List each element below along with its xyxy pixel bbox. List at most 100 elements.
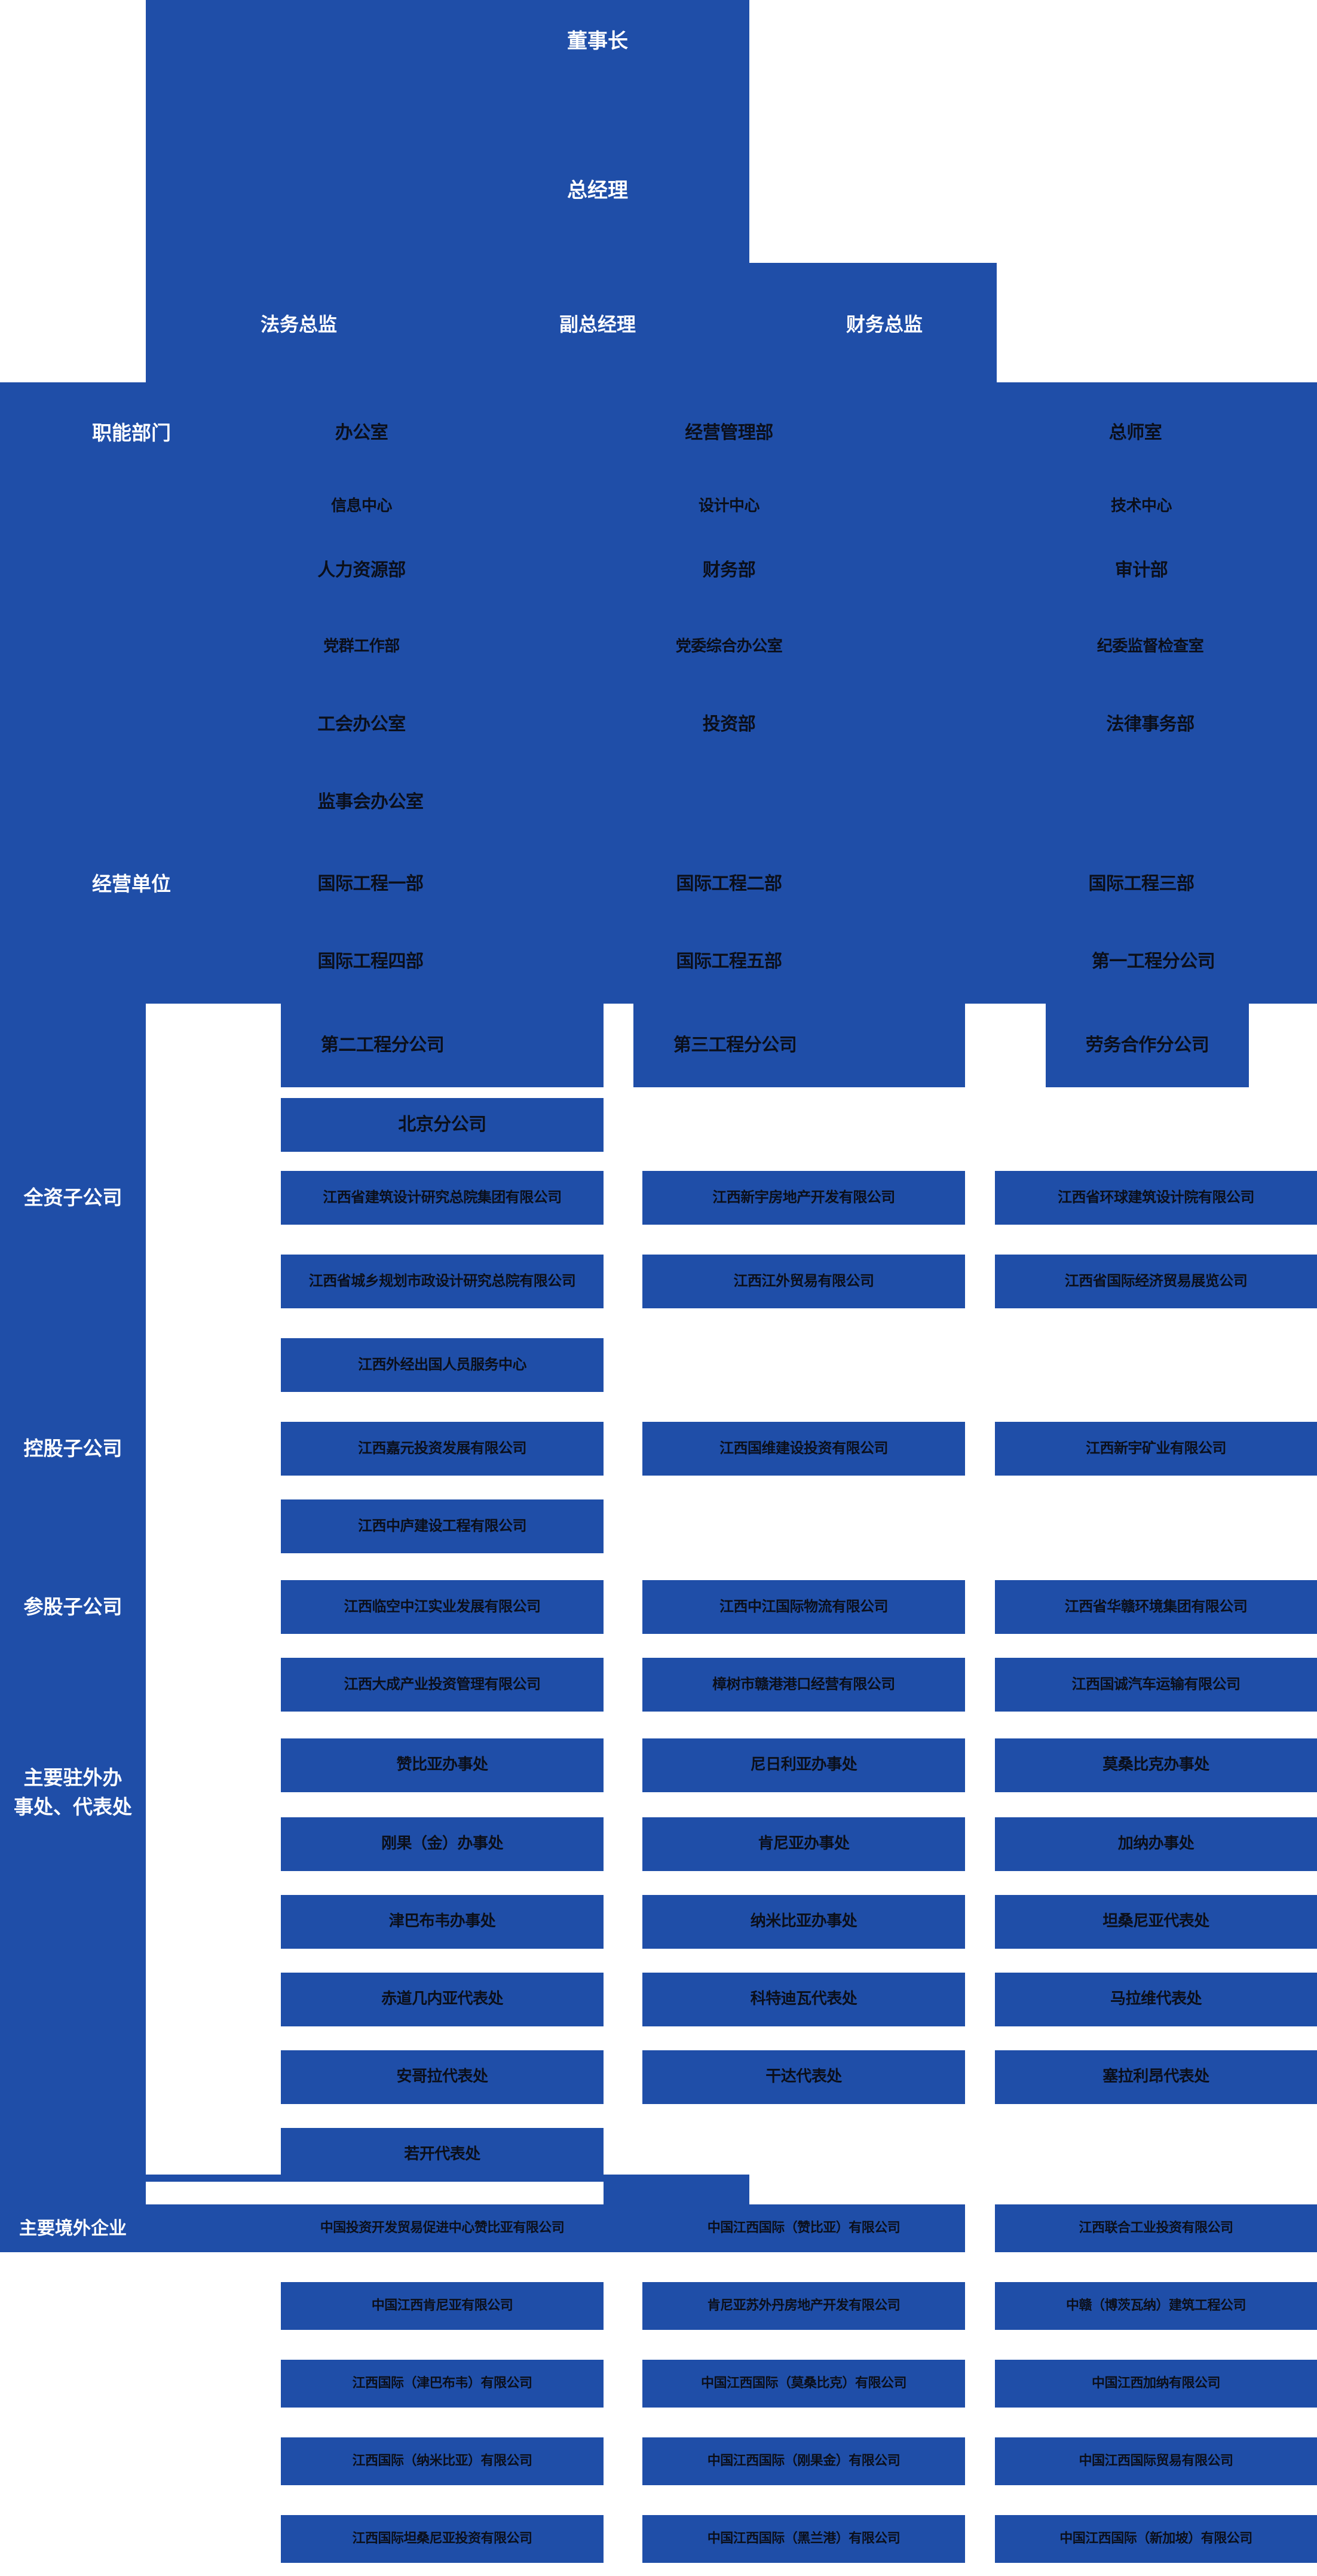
node-overseas-4-1[interactable]: 中国江西国际（黑兰港）有限公司 (642, 2515, 965, 2563)
node-overseas-3-1[interactable]: 中国江西国际（刚果金）有限公司 (642, 2437, 965, 2485)
node-chief-engineer-office[interactable]: 总师室 (1070, 418, 1201, 448)
gutter-rows-s (146, 2485, 1317, 2515)
node-wholly-owned-0-0[interactable]: 江西省建筑设计研究总院集团有限公司 (281, 1171, 604, 1225)
node-office-0-2[interactable]: 莫桑比克办事处 (995, 1738, 1317, 1792)
node-office-4-0[interactable]: 安哥拉代表处 (281, 2050, 604, 2104)
gutter-rows-n (604, 2128, 1317, 2175)
section-label-wholly-owned: 全资子公司 (23, 1186, 122, 1210)
node-overseas-4-2[interactable]: 中国江西国际（新加坡）有限公司 (995, 2515, 1317, 2563)
node-labor-cooperation-branch[interactable]: 劳务合作分公司 (1046, 1016, 1249, 1075)
node-first-eng-branch[interactable]: 第一工程分公司 (1052, 947, 1255, 977)
gutter-rows-b (146, 1225, 1317, 1255)
node-office-5-0[interactable]: 若开代表处 (281, 2128, 604, 2182)
node-office-4-1[interactable]: 干达代表处 (642, 2050, 965, 2104)
node-wholly-owned-1-1[interactable]: 江西江外贸易有限公司 (642, 1255, 965, 1308)
node-deputy-general-manager[interactable]: 副总经理 (559, 313, 636, 336)
node-office-3-1[interactable]: 科特迪瓦代表处 (642, 1973, 965, 2026)
node-wholly-owned-1-0[interactable]: 江西省城乡规划市政设计研究总院有限公司 (281, 1255, 604, 1308)
node-holding-1-0[interactable]: 江西中庐建设工程有限公司 (281, 1499, 604, 1553)
node-wholly-owned-2-0[interactable]: 江西外经出国人员服务中心 (281, 1338, 604, 1392)
node-wholly-owned-1-2[interactable]: 江西省国际经济贸易展览公司 (995, 1255, 1317, 1308)
gutter-rows-f (604, 1499, 1317, 1580)
node-office-1-2[interactable]: 加纳办事处 (995, 1817, 1317, 1871)
section-label-overseas-offices: 主要驻外办 事处、代表处 (14, 1765, 132, 1819)
plate-director-band (146, 263, 997, 382)
node-chairman[interactable]: 董事长 (567, 29, 628, 53)
node-office-2-0[interactable]: 津巴布韦办事处 (281, 1895, 604, 1949)
node-overseas-1-2[interactable]: 中赣（博茨瓦纳）建筑工程公司 (995, 2282, 1317, 2330)
node-overseas-2-0[interactable]: 江西国际（津巴布韦）有限公司 (281, 2360, 604, 2408)
node-second-eng-branch[interactable]: 第二工程分公司 (281, 1016, 484, 1075)
node-participating-1-0[interactable]: 江西大成产业投资管理有限公司 (281, 1658, 604, 1712)
node-overseas-0-1[interactable]: 中国江西国际（赞比亚）有限公司 (642, 2204, 965, 2252)
node-office-0-1[interactable]: 尼日利亚办事处 (642, 1738, 965, 1792)
node-intl-eng-dept-4[interactable]: 国际工程四部 (281, 947, 460, 977)
node-investment-dept[interactable]: 投资部 (639, 710, 819, 740)
node-union-office[interactable]: 工会办公室 (281, 710, 442, 740)
node-party-committee-office[interactable]: 党委综合办公室 (630, 632, 828, 662)
gutter-left-top (0, 0, 146, 382)
node-overseas-2-2[interactable]: 中国江西加纳有限公司 (995, 2360, 1317, 2408)
node-office-3-0[interactable]: 赤道几内亚代表处 (281, 1973, 604, 2026)
node-holding-0-2[interactable]: 江西新宇矿业有限公司 (995, 1422, 1317, 1476)
node-intl-eng-dept-2[interactable]: 国际工程二部 (639, 869, 819, 899)
node-beijing-branch[interactable]: 北京分公司 (281, 1098, 604, 1152)
gutter-rows-t (146, 2563, 1317, 2576)
node-office-1-0[interactable]: 刚果（金）办事处 (281, 1817, 604, 1871)
node-technology-center[interactable]: 技术中心 (1070, 493, 1213, 520)
gutter-rows-o (146, 2182, 604, 2204)
node-intl-eng-dept-3[interactable]: 国际工程三部 (1052, 869, 1231, 899)
node-participating-1-1[interactable]: 樟树市赣港港口经营有限公司 (642, 1658, 965, 1712)
node-finance-director[interactable]: 财务总监 (846, 313, 923, 336)
node-supervisory-board-office[interactable]: 监事会办公室 (281, 787, 460, 817)
node-intl-eng-dept-1[interactable]: 国际工程一部 (281, 869, 460, 899)
gutter-rows-a (146, 1159, 1317, 1171)
node-office-1-1[interactable]: 肯尼亚办事处 (642, 1817, 965, 1871)
node-overseas-2-1[interactable]: 中国江西国际（莫桑比克）有限公司 (642, 2360, 965, 2408)
gutter-col-gap-1-low (604, 2252, 642, 2576)
gutter-rows-e (146, 1476, 1317, 1499)
node-participating-0-0[interactable]: 江西临空中江实业发展有限公司 (281, 1580, 604, 1634)
gutter-rows-j (146, 1871, 1317, 1895)
node-finance-dept[interactable]: 财务部 (639, 556, 819, 585)
node-overseas-1-1[interactable]: 肯尼亚苏外丹房地产开发有限公司 (642, 2282, 965, 2330)
node-general-manager[interactable]: 总经理 (567, 178, 628, 203)
node-office-3-2[interactable]: 马拉维代表处 (995, 1973, 1317, 2026)
node-participating-0-2[interactable]: 江西省华赣环境集团有限公司 (995, 1580, 1317, 1634)
gutter-rows-g (146, 1634, 1317, 1658)
node-overseas-0-2[interactable]: 江西联合工业投资有限公司 (995, 2204, 1317, 2252)
node-information-center[interactable]: 信息中心 (281, 493, 442, 520)
node-discipline-inspection-office[interactable]: 纪委监督检查室 (1052, 632, 1249, 662)
node-overseas-1-0[interactable]: 中国江西肯尼亚有限公司 (281, 2282, 604, 2330)
node-third-eng-branch[interactable]: 第三工程分公司 (633, 1016, 837, 1075)
node-office-4-2[interactable]: 塞拉利昂代表处 (995, 2050, 1317, 2104)
node-office-2-1[interactable]: 纳米比亚办事处 (642, 1895, 965, 1949)
node-overseas-4-0[interactable]: 江西国际坦桑尼亚投资有限公司 (281, 2515, 604, 2563)
node-business-mgmt-dept[interactable]: 经营管理部 (639, 418, 819, 448)
node-legal-affairs-dept[interactable]: 法律事务部 (1070, 710, 1231, 740)
node-overseas-0-0[interactable]: 中国投资开发贸易促进中心赞比亚有限公司 (281, 2204, 604, 2252)
node-overseas-3-2[interactable]: 中国江西国际贸易有限公司 (995, 2437, 1317, 2485)
node-holding-0-1[interactable]: 江西国维建设投资有限公司 (642, 1422, 965, 1476)
node-office[interactable]: 办公室 (281, 418, 442, 448)
gutter-rows-p (146, 2252, 1317, 2282)
gutter-col-gap-2-low (965, 2252, 995, 2576)
node-legal-director[interactable]: 法务总监 (260, 313, 337, 336)
node-party-work-dept[interactable]: 党群工作部 (281, 632, 442, 662)
node-participating-1-2[interactable]: 江西国诚汽车运输有限公司 (995, 1658, 1317, 1712)
node-audit-dept[interactable]: 审计部 (1070, 556, 1213, 585)
gutter-rows-l (146, 2026, 1317, 2050)
gutter-right-top (997, 263, 1317, 382)
node-overseas-3-0[interactable]: 江西国际（纳米比亚）有限公司 (281, 2437, 604, 2485)
gutter-rows-q (146, 2330, 1317, 2360)
node-hr-dept[interactable]: 人力资源部 (281, 556, 442, 585)
node-design-center[interactable]: 设计中心 (639, 493, 819, 520)
node-wholly-owned-0-2[interactable]: 江西省环球建筑设计院有限公司 (995, 1171, 1317, 1225)
node-wholly-owned-0-1[interactable]: 江西新宇房地产开发有限公司 (642, 1171, 965, 1225)
node-participating-0-1[interactable]: 江西中江国际物流有限公司 (642, 1580, 965, 1634)
node-office-0-0[interactable]: 赞比亚办事处 (281, 1738, 604, 1792)
node-office-2-2[interactable]: 坦桑尼亚代表处 (995, 1895, 1317, 1949)
node-intl-eng-dept-5[interactable]: 国际工程五部 (639, 947, 819, 977)
node-holding-0-0[interactable]: 江西嘉元投资发展有限公司 (281, 1422, 604, 1476)
